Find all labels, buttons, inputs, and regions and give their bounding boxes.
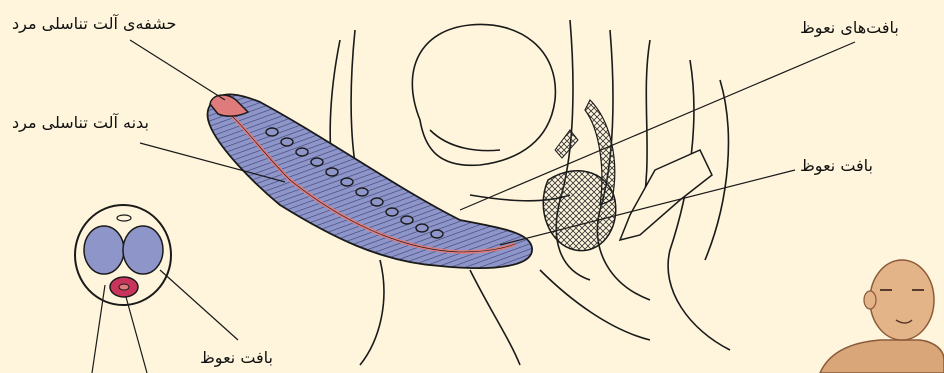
penis-cross-section — [75, 205, 171, 305]
label-shaft: بدنه آلت تناسلی مرد — [12, 113, 149, 133]
penis-shaft — [208, 94, 533, 268]
label-erectile-tissues: بافت‌های نعوظ — [800, 18, 899, 38]
leader-lines — [92, 40, 855, 373]
label-erectile-tissue-cross: بافت نعوظ — [200, 348, 273, 368]
label-glans: حشفه‌ی آلت تناسلی مرد — [12, 14, 176, 34]
human-head-icon — [820, 260, 944, 373]
label-erectile-tissue-right: بافت نعوظ — [800, 156, 873, 176]
